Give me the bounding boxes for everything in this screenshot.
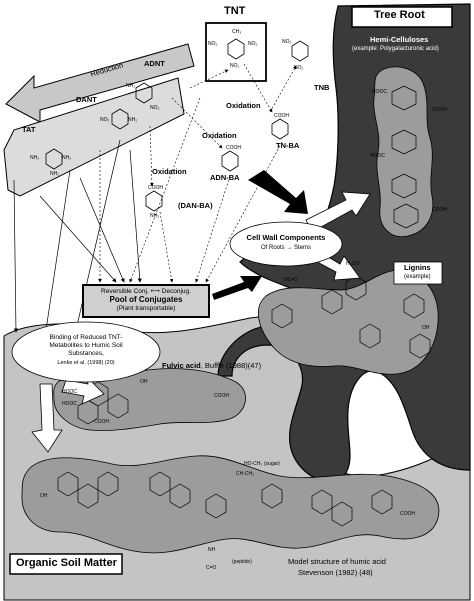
binding-to-fulvic-arrow [61, 374, 105, 405]
hemi-cooh-bottom: COOH [432, 207, 447, 213]
lignin-hco-group: HC=O [284, 277, 299, 283]
tnba-cooh-group: COOH [274, 113, 289, 119]
hemicellulose-ring-group [391, 85, 419, 229]
humic-sugar-label: (sugar) [264, 461, 280, 467]
danba-nh2-group: NH₂ [150, 213, 160, 219]
humic-acid-caption-2: Stevenson (1982) (48) [298, 568, 373, 577]
reduction-arrow [5, 43, 195, 123]
lignins-label: Lignins [404, 263, 431, 272]
tnt-no2-right: NO₂ [248, 41, 258, 47]
fulvic-oh-group: OH [140, 379, 148, 385]
hemicellulose-molecule [373, 66, 434, 238]
pool-to-root-arrow [212, 276, 262, 300]
metabolite-ring-group [45, 38, 309, 212]
pool-conj-left: Reversible Conj. [101, 288, 149, 295]
dant-label: DANT [76, 95, 97, 104]
reduced-metabolites-box [3, 77, 185, 197]
lignins-label-box [393, 261, 443, 285]
fulvic-cooh-bottom: COOH [94, 419, 109, 425]
binding-cloud [11, 321, 161, 383]
pool-conj-arrow: ⟷ [150, 288, 160, 295]
lignin-oh-group: OH [422, 325, 430, 331]
adnt-label: ADNT [144, 59, 165, 68]
hemi-hooc-mid: HOOC [370, 153, 385, 159]
oxidation-label-3: Oxidation [152, 167, 187, 176]
tnb-no2-group: NO₂ [282, 39, 292, 45]
hemi-cooh-right: COOH [432, 107, 447, 113]
adnba-cooh-group: COOH [226, 145, 241, 151]
tree-root-title: Tree Root [374, 9, 425, 21]
adnt-nh2-group: NH₂ [126, 83, 136, 89]
tree-root-title-box [351, 6, 453, 28]
tn-ba-label: TN-BA [276, 141, 300, 150]
adnt-no2-group: NO₂ [150, 105, 160, 111]
danba-cooh-group: COOH [148, 185, 163, 191]
adn-ba-label: ADN-BA [210, 173, 240, 182]
humic-hoch2-group: HO-CH₂ [244, 461, 263, 467]
lignins-example: (example) [404, 274, 431, 280]
tnb-label: TNB [314, 83, 330, 92]
humic-chch2-group: CH-CH₂ [236, 471, 255, 477]
fulvic-acid-ref: , Buffle (1988)(47) [200, 361, 262, 370]
dant-no2-group: NO₂ [100, 117, 110, 123]
pool-title: Pool of Conjugates [109, 295, 183, 305]
tnt-no2-bottom: NO₂ [230, 63, 240, 69]
fulvic-acid-name: Fulvic acid [162, 361, 201, 370]
cell-wall-subtitle: Of Roots → Stems [260, 245, 311, 251]
pool-subtitle: (Plant transportable) [116, 304, 176, 312]
tnb-no2-bottom: NO₂ [294, 65, 304, 71]
binding-line-1: Binding of Reduced TNT- [49, 334, 123, 341]
cell-wall-cloud [229, 221, 343, 267]
humic-nh-group: NH [208, 547, 216, 553]
fulvic-acid-label: Fulvic acid, Buffle (1988)(47) [162, 362, 261, 370]
hemi-hooc-top: HOOC [372, 89, 387, 95]
tat-nh2-left: NH₂ [30, 155, 40, 161]
binding-line-3: Substances, [68, 350, 104, 357]
binding-line-2: Metabolites to Humic Soil [49, 342, 123, 349]
dant-nh2-group: NH₂ [128, 117, 138, 123]
binding-to-humic-arrow [31, 383, 63, 453]
oxidation-label-1: Oxidation [226, 101, 261, 110]
oxidation-arrows [98, 63, 297, 283]
pool-conj-right: Deconjug. [161, 288, 191, 295]
fulvic-hooc-1: HOOC [62, 389, 77, 395]
to-cell-wall-arrow [248, 170, 308, 214]
tat-label: TAT [22, 125, 36, 134]
binding-ref: Lenke et al. (1998) (20) [57, 360, 115, 366]
hemicelluloses-example: (example: Polygalacturonic acid) [352, 46, 439, 52]
cell-wall-title: Cell Wall Components [246, 233, 326, 242]
tnt-structure-box [205, 22, 267, 82]
organic-soil-matter-title: Organic Soil Matter [16, 557, 117, 569]
hemicelluloses-label: Hemi-Celluloses [370, 35, 429, 44]
dan-ba-label: (DAN-BA) [178, 201, 213, 210]
pool-of-conjugates-box: Reversible Conj. ⟷ Deconjug. Pool of Con… [82, 284, 210, 318]
humic-ring-group [57, 471, 393, 527]
tat-nh2-bottom: NH₂ [50, 171, 60, 177]
humic-co-group: C=O [206, 565, 217, 571]
fulvic-cooh-right: COOH [214, 393, 229, 399]
humic-peptide-label: (peptide) [232, 559, 252, 565]
tnt-ch3-group: CH₃ [232, 29, 242, 35]
fulvic-hooc-2: HOOC [62, 401, 77, 407]
tnt-no2-left: NO₂ [208, 41, 218, 47]
tnt-label: TNT [224, 5, 246, 17]
humic-oh-left: OH [40, 493, 48, 499]
humic-acid-molecule [21, 455, 440, 554]
humic-cooh-right: COOH [400, 511, 415, 517]
tat-nh2-right: NH₂ [62, 155, 72, 161]
oxidation-label-2: Oxidation [202, 131, 237, 140]
soil-title-box [9, 553, 123, 575]
humic-acid-caption-1: Model structure of humic acid [288, 557, 386, 566]
lignin-h3co-group: H₃CO [346, 261, 360, 267]
